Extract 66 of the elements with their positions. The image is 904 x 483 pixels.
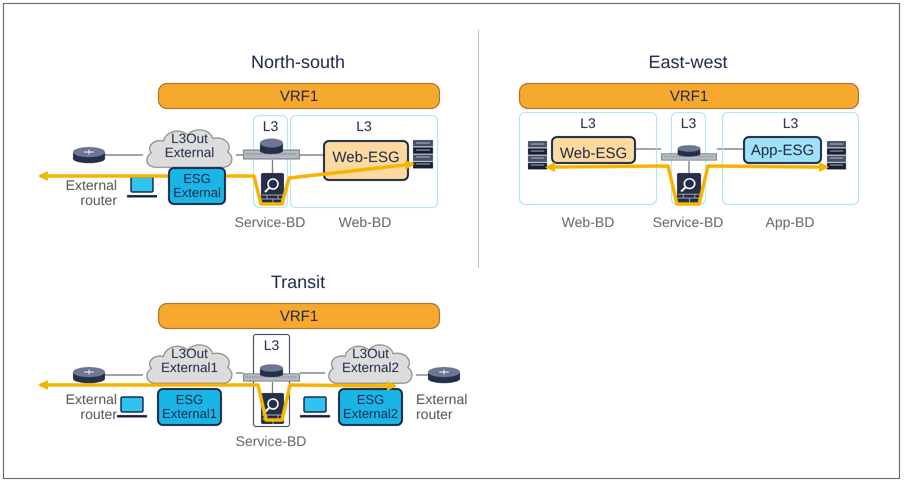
node-label: L3Out External <box>164 132 216 160</box>
server-icon <box>528 141 547 170</box>
node-label: App-ESG <box>750 143 816 158</box>
connector-line <box>688 161 690 173</box>
bridge-domain-box <box>290 115 438 208</box>
domain-label: Service-BD <box>234 214 306 230</box>
node-label: L3 <box>355 118 373 134</box>
connector-line <box>300 154 323 156</box>
node-label: L3Out External1 <box>160 347 220 376</box>
node-label: ESG External <box>172 172 222 200</box>
connector-line <box>636 148 661 150</box>
vrf-bar <box>519 83 859 109</box>
firewall-icon <box>261 173 284 204</box>
node-label: Web-ESG <box>331 150 401 165</box>
domain-label: Service-BD <box>236 433 306 449</box>
switch-icon <box>243 137 300 160</box>
node-label: L3 <box>782 115 800 131</box>
domain-label: Web-BD <box>562 214 614 230</box>
node-label: L3 <box>680 115 698 131</box>
switch-icon <box>243 363 300 382</box>
traffic-flow-arrow <box>38 380 398 422</box>
endpoint-group-box <box>743 136 822 164</box>
domain-label: Web-BD <box>338 214 392 230</box>
connector-line <box>236 372 243 374</box>
endpoint-group-box <box>168 167 226 205</box>
panel-title: East-west <box>648 52 728 73</box>
node-label: ESG External1 <box>161 393 218 420</box>
device-label: External router <box>64 392 117 422</box>
server-icon <box>827 141 846 170</box>
router-icon <box>73 367 105 384</box>
domain-label: App-BD <box>765 214 815 230</box>
node-label: L3 <box>262 118 280 134</box>
device-label: External router <box>64 178 117 208</box>
connector-line <box>272 160 274 173</box>
vrf-bar <box>158 303 440 329</box>
endpoint-group-box <box>338 388 403 426</box>
vrf-bar <box>158 83 440 109</box>
node-label: ESG External2 <box>342 393 399 420</box>
endpoint-group-box <box>551 136 636 164</box>
firewall-icon <box>677 173 701 203</box>
node-label: L3Out External2 <box>341 347 400 376</box>
router-icon <box>73 147 105 164</box>
bridge-domain-box <box>722 112 859 205</box>
traffic-flow-arrow <box>545 162 829 206</box>
connector-line <box>105 154 143 156</box>
bridge-domain-box <box>519 112 657 205</box>
connector-line <box>105 374 143 376</box>
connector-line <box>272 382 274 393</box>
domain-label: Service-BD <box>652 214 724 230</box>
endpoint-group-box <box>323 140 409 181</box>
connector-line <box>416 374 428 376</box>
connector-line <box>300 372 325 374</box>
server-icon <box>413 140 433 169</box>
connector-line <box>717 148 743 150</box>
node-label: VRF1 <box>670 88 708 104</box>
node-label: VRF1 <box>280 308 318 324</box>
node-label: Web-ESG <box>558 146 628 161</box>
switch-icon <box>661 144 717 161</box>
node-label: VRF1 <box>280 88 318 104</box>
panel-title: Transit <box>270 272 326 293</box>
device-label: External router <box>416 392 468 422</box>
router-icon <box>428 367 460 384</box>
node-label: L3 <box>262 337 280 353</box>
node-label: L3 <box>579 115 597 131</box>
panel-title: North-south <box>250 52 346 73</box>
endpoint-group-box <box>157 388 222 426</box>
